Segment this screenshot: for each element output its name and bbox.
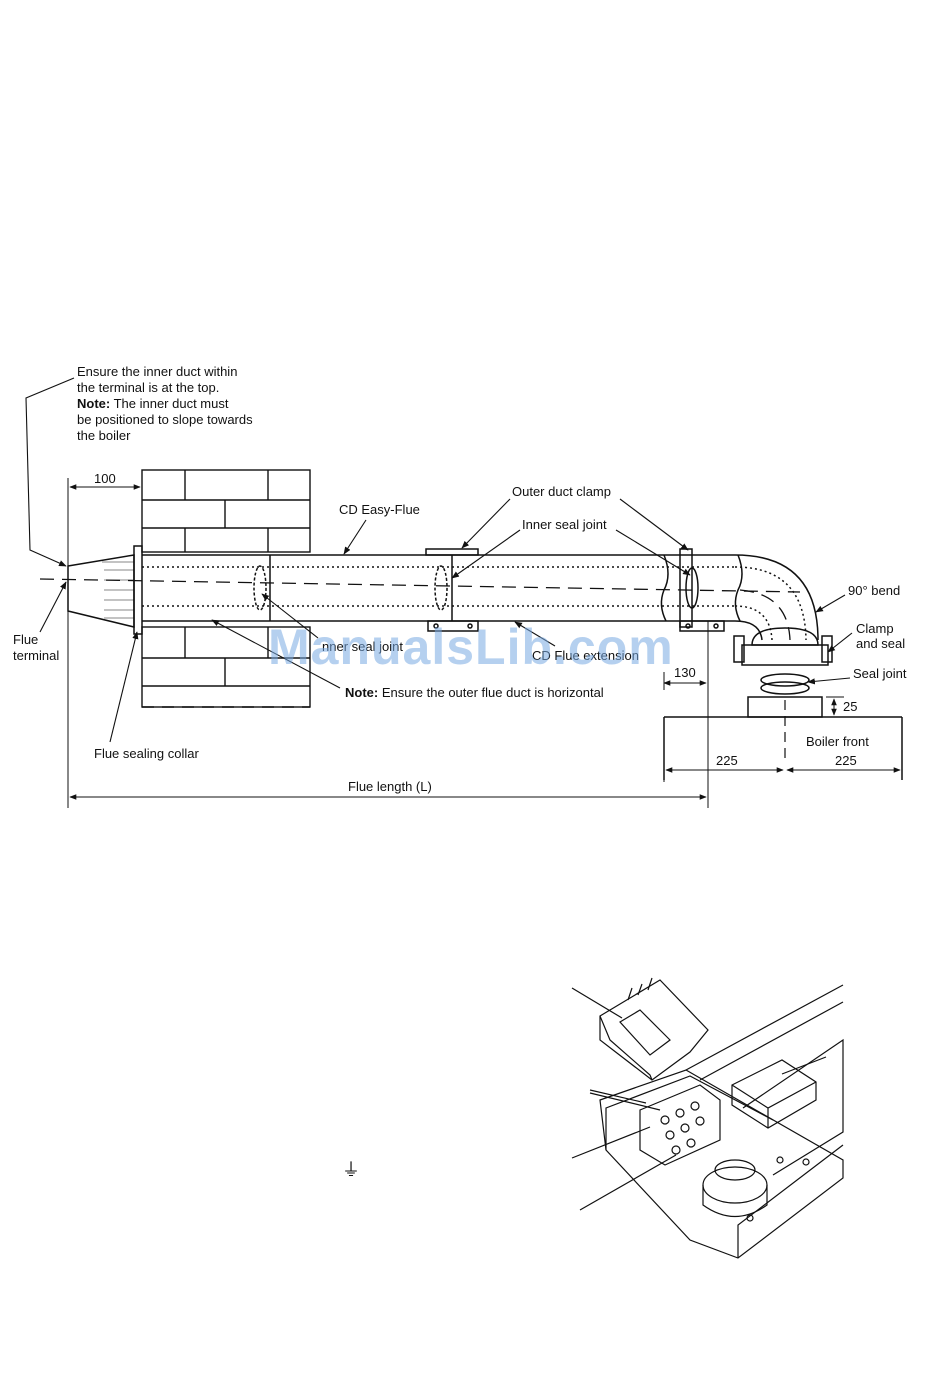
flue-length-label: Flue length (L) [348, 779, 432, 794]
clamp-label-line2: and seal [856, 636, 906, 651]
inner-duct-note-line5: the boiler [77, 428, 131, 443]
flue-terminal-label-line2: terminal [13, 648, 60, 663]
dimension-100: 100 [94, 471, 116, 486]
earth-icon: ⏚ [342, 1160, 360, 1180]
flue-sealing-collar-label: Flue sealing collar [94, 746, 199, 761]
flue-centre-line [39, 578, 801, 593]
flue-duct [67, 545, 903, 780]
bend-90-label: 90° bend [848, 583, 901, 598]
dimension-25: 25 [843, 699, 858, 714]
horizontal-note-bold: Note: [345, 685, 379, 700]
note-bold-label: Note: [77, 396, 111, 411]
brick-wall [141, 469, 311, 708]
note-line3-text: The inner duct must [110, 396, 229, 411]
ensure-inner-duct-line1: Ensure the inner duct within [77, 364, 238, 379]
seal-joint-label: Seal joint [853, 666, 907, 681]
inner-duct-note-line3: Note: The inner duct must [77, 396, 228, 412]
cd-easy-flue-label: CD Easy-Flue [339, 502, 420, 517]
dimension-130: 130 [674, 665, 696, 680]
horizontal-note: Note: Ensure the outer flue duct is hori… [345, 685, 604, 701]
inner-seal-joint-lower-label: nner seal joint [322, 639, 403, 654]
clamp-label-line1: Clamp [856, 621, 894, 636]
inner-duct-note-line4: be positioned to slope towards [77, 412, 253, 427]
bend-centre-line [739, 589, 791, 641]
horizontal-note-text: Ensure the outer flue duct is horizontal [378, 685, 604, 700]
leader-lines [25, 377, 853, 743]
dimension-225-left: 225 [716, 753, 738, 768]
boiler-front-label: Boiler front [806, 734, 869, 749]
inner-seal-joint-label: Inner seal joint [522, 517, 607, 532]
dimension-lines [67, 478, 901, 808]
cd-flue-extension-label: CD Flue extension [532, 648, 639, 663]
control-box-drawing [571, 977, 844, 1259]
outer-duct-clamp-label: Outer duct clamp [512, 484, 611, 499]
dimension-225-right: 225 [835, 753, 857, 768]
ensure-inner-duct-line2: the terminal is at the top. [77, 380, 220, 395]
flue-terminal-label-line1: Flue [13, 632, 39, 647]
watermark: ManualsLib.com [268, 619, 674, 675]
